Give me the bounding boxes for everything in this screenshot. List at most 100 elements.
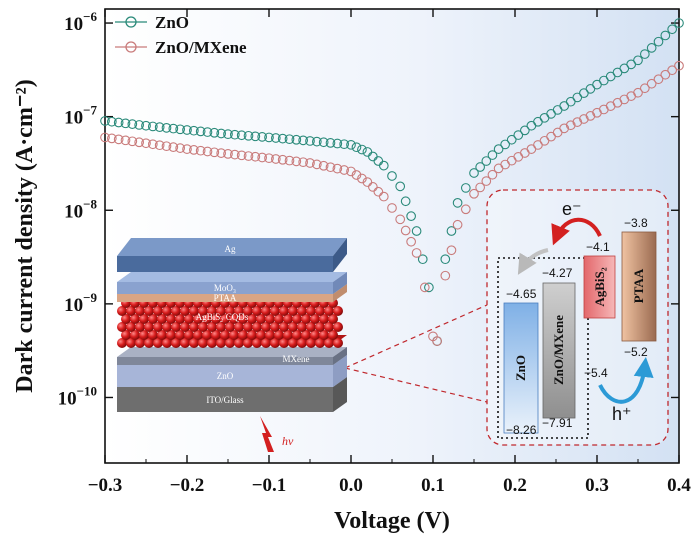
quantum-dot-spheres (117, 298, 343, 348)
data-point (400, 225, 411, 236)
band-zno-cb: −4.65 (506, 287, 537, 301)
data-point (452, 219, 463, 230)
data-point (400, 196, 411, 207)
data-point (154, 140, 165, 151)
data-point (236, 130, 247, 141)
quantum-dot (189, 306, 199, 316)
data-point (419, 282, 430, 293)
quantum-dot (243, 338, 253, 348)
data-point (646, 78, 657, 89)
layer-ito-front (117, 387, 333, 412)
axis-ticks (104, 9, 680, 463)
data-point (243, 130, 254, 141)
data-point (257, 152, 268, 163)
quantum-dot (243, 322, 253, 332)
data-point (378, 160, 389, 171)
quantum-dot (162, 338, 172, 348)
quantum-dot (315, 338, 325, 348)
layer-ag-side (333, 238, 347, 272)
data-point (351, 142, 362, 153)
callout-line-bottom (344, 367, 488, 403)
data-series (100, 18, 684, 346)
data-point (559, 123, 570, 134)
data-point (362, 177, 373, 187)
data-point (223, 149, 233, 159)
quantum-dot (252, 306, 262, 316)
data-point (264, 132, 274, 143)
device-stack-inset: ITO/Glass ZnO MXene AgBiS₂ CQDs PTAA MoO… (117, 238, 347, 452)
band-zno-mxene-cb: −4.27 (542, 266, 573, 280)
data-point (506, 134, 517, 145)
data-point (127, 119, 138, 129)
quantum-dot (126, 338, 136, 348)
quantum-dot (135, 338, 145, 348)
legend-label-zno-mxene: ZnO/MXene (155, 38, 247, 57)
band-diagram-inset: ZnO −4.65 −8.26 ZnO/MXene −4.27 −7.91 Ag… (486, 189, 669, 446)
layer-mxene-front (117, 357, 333, 365)
data-point (660, 30, 671, 41)
layer-ag-label: Ag (225, 244, 236, 254)
quantum-dot (288, 322, 298, 332)
quantum-dot (148, 314, 158, 324)
quantum-dot (193, 330, 203, 340)
data-point (250, 131, 261, 142)
quantum-dot (135, 322, 145, 332)
quantum-dot (301, 330, 311, 340)
band-zno-mxene-vb: −7.91 (542, 416, 573, 430)
layer-moo3-front (117, 282, 333, 294)
quantum-dot (121, 314, 131, 324)
quantum-dot (207, 306, 217, 316)
quantum-dot (319, 314, 329, 324)
quantum-dot (279, 306, 289, 316)
x-tick-label: 0.3 (585, 475, 609, 496)
quantum-dot (184, 314, 194, 324)
data-point (161, 123, 172, 133)
data-point (257, 132, 268, 142)
x-tick-label: 0.1 (421, 475, 445, 496)
quantum-dot (207, 338, 217, 348)
data-point (250, 151, 261, 162)
quantum-dot (171, 306, 181, 316)
quantum-dot (144, 338, 154, 348)
band-zno-mxene-label: ZnO/MXene (551, 315, 566, 385)
quantum-dot (306, 322, 316, 332)
quantum-dot (144, 322, 154, 332)
data-point (195, 145, 206, 156)
data-point (243, 151, 254, 161)
quantum-dot (283, 314, 293, 324)
quantum-dot (270, 306, 280, 316)
quantum-dot (117, 322, 127, 332)
quantum-dot (297, 338, 307, 348)
quantum-dot (261, 306, 271, 316)
quantum-dot (301, 314, 311, 324)
quantum-dot (171, 338, 181, 348)
quantum-dot (270, 322, 280, 332)
data-point (357, 144, 367, 155)
quantum-dot (139, 314, 149, 324)
quantum-dot (238, 330, 248, 340)
data-point (469, 168, 479, 178)
data-point (229, 129, 240, 140)
hole-arrow-icon (598, 357, 654, 404)
data-point (653, 36, 664, 47)
data-point (147, 121, 158, 132)
data-point (305, 136, 315, 146)
quantum-dot (234, 306, 244, 316)
data-point (154, 122, 165, 132)
quantum-dot (234, 338, 244, 348)
quantum-dot (261, 322, 271, 332)
quantum-dot (315, 306, 325, 316)
data-point (332, 138, 343, 149)
quantum-dot (243, 306, 253, 316)
data-point (487, 169, 498, 180)
quantum-dot (153, 338, 163, 348)
quantum-dot (180, 338, 190, 348)
data-point (209, 147, 220, 158)
series-zno (100, 18, 684, 346)
y-tick-label: 10−10 (58, 383, 97, 409)
quantum-dot (117, 338, 127, 348)
data-point (519, 125, 530, 136)
data-point (406, 211, 416, 221)
data-point (270, 154, 281, 164)
